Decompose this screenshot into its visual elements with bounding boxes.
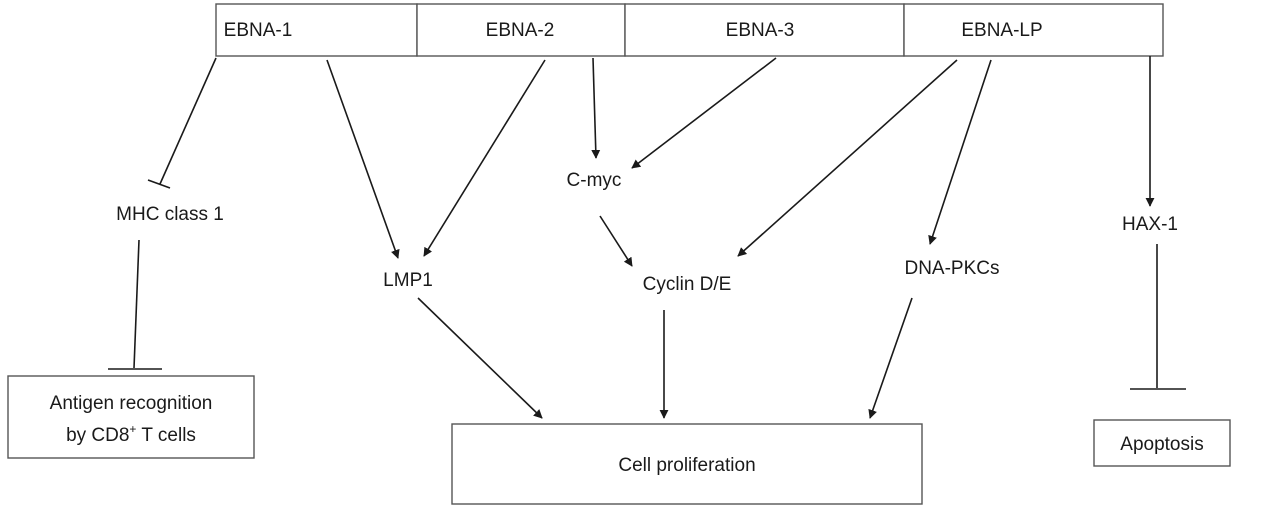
ebna-3-segment xyxy=(624,3,905,57)
antigen-recognition-line1: Antigen recognition xyxy=(50,393,213,414)
arrow-lmp1-to-proliferation xyxy=(417,297,543,419)
dna-pkcs-node: DNA-PKCs xyxy=(904,258,999,279)
arrow-ebna3-to-c-myc xyxy=(631,57,777,169)
arrow-ebna-lp-to-dna-pkcs xyxy=(928,59,992,245)
cell-proliferation-box: Cell proliferation xyxy=(451,423,923,505)
inhibit-mhc-to-antigen-recognition xyxy=(108,239,162,370)
apoptosis-box: Apoptosis xyxy=(1093,419,1231,467)
ebna-lp-label: EBNA-LP xyxy=(961,20,1042,41)
ebna-bar: EBNA-1 EBNA-2 EBNA-3 EBNA-LP xyxy=(215,3,1164,57)
antigen-recognition-box: Antigen recognition by CD8+ T cells xyxy=(7,375,255,459)
antigen-recognition-line2: by CD8+ T cells xyxy=(66,422,196,446)
apoptosis-label: Apoptosis xyxy=(1120,434,1203,455)
inhibit-hax-1-to-apoptosis xyxy=(1130,244,1186,390)
cell-proliferation-label: Cell proliferation xyxy=(618,455,755,476)
ebna-1-label: EBNA-1 xyxy=(224,20,293,41)
arrow-ebna1-to-lmp1 xyxy=(326,59,400,259)
inhibit-ebna1-to-mhc xyxy=(147,57,217,189)
c-myc-node: C-myc xyxy=(567,170,622,191)
ebna-1-segment xyxy=(215,3,418,57)
mhc-class-1-node: MHC class 1 xyxy=(116,204,224,225)
ebna-2-label: EBNA-2 xyxy=(486,20,555,41)
cyclin-de-node: Cyclin D/E xyxy=(643,274,732,295)
ebna-3-label: EBNA-3 xyxy=(726,20,795,41)
arrow-ebna-lp-to-cyclin xyxy=(737,59,958,257)
ebna-2-segment xyxy=(416,3,626,57)
ebna-lp-segment xyxy=(903,3,1164,57)
arrow-ebna2-to-lmp1 xyxy=(423,59,546,257)
hax-1-node: HAX-1 xyxy=(1122,214,1178,235)
arrow-dna-pkcs-to-proliferation xyxy=(868,297,913,419)
arrow-c-myc-to-cyclin xyxy=(599,215,633,267)
lmp1-node: LMP1 xyxy=(383,270,433,291)
arrow-ebna2-to-c-myc xyxy=(591,57,601,159)
